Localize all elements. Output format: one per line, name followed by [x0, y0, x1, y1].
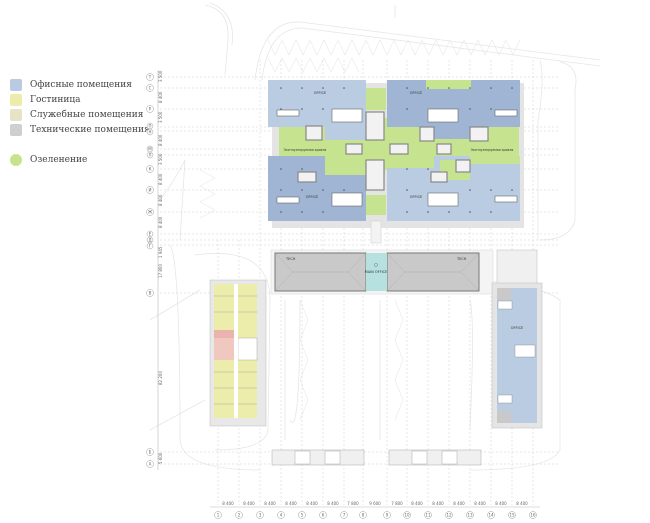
svg-text:Т: Т [148, 75, 152, 80]
svg-text:OFFICE: OFFICE [410, 91, 422, 95]
svg-text:OFFICE: OFFICE [410, 195, 422, 199]
swatch-greenery-icon [10, 154, 22, 166]
svg-text:Д: Д [148, 238, 151, 243]
svg-text:7: 7 [343, 513, 346, 518]
svg-text:4: 4 [280, 513, 283, 518]
svg-text:8 400: 8 400 [264, 501, 276, 506]
svg-text:8 400: 8 400 [158, 134, 163, 146]
legend-item-service: Служебные помещения [10, 109, 143, 121]
svg-text:8 400: 8 400 [474, 501, 486, 506]
svg-text:Л: Л [148, 153, 151, 158]
row-axis: ТСР ПНМ ЛКИ ЖЕД ГВБ А 3 500 8 400 3 500 … [146, 70, 163, 470]
svg-text:82 200: 82 200 [158, 371, 163, 385]
tech-block: TECH TECH MAIN OFFICE [270, 249, 494, 295]
svg-text:3 500: 3 500 [158, 70, 163, 82]
svg-text:Г: Г [149, 244, 152, 249]
svg-text:Н: Н [148, 130, 151, 135]
svg-text:16: 16 [530, 513, 536, 518]
svg-text:17 800: 17 800 [158, 264, 163, 278]
svg-text:14: 14 [488, 513, 494, 518]
svg-text:12: 12 [446, 513, 452, 518]
svg-text:8 400: 8 400 [306, 501, 318, 506]
svg-text:8 400: 8 400 [453, 501, 465, 506]
svg-text:1: 1 [217, 513, 220, 518]
svg-text:11: 11 [425, 513, 431, 518]
svg-text:Ж: Ж [148, 210, 153, 215]
office-block-right: OFFICE [491, 249, 543, 429]
svg-text:8 400: 8 400 [222, 501, 234, 506]
svg-text:8 400: 8 400 [285, 501, 297, 506]
svg-text:8 400: 8 400 [158, 173, 163, 185]
svg-text:3 500: 3 500 [158, 153, 163, 165]
legend-item-technical: Технические помещения [10, 124, 150, 136]
svg-text:13: 13 [467, 513, 473, 518]
svg-text:OFFICE: OFFICE [306, 195, 318, 199]
swatch-offices-icon [10, 79, 22, 91]
legend-label: Озеленение [30, 155, 88, 165]
svg-text:3: 3 [259, 513, 262, 518]
svg-text:8 400: 8 400 [158, 91, 163, 103]
svg-text:Б: Б [149, 450, 152, 455]
legend-label: Офисные помещения [30, 80, 132, 90]
svg-text:TECH: TECH [285, 257, 296, 261]
site-contours [149, 2, 601, 471]
svg-text:8 400: 8 400 [411, 501, 423, 506]
swatch-service-icon [10, 109, 22, 121]
legend-label: Гостиница [30, 95, 81, 105]
svg-text:В: В [149, 291, 152, 296]
legend-label: Служебные помещения [30, 110, 144, 120]
svg-text:П: П [148, 124, 151, 129]
svg-text:3 500: 3 500 [158, 111, 163, 123]
svg-text:9 600: 9 600 [369, 501, 381, 506]
svg-text:7 800: 7 800 [391, 501, 403, 506]
svg-text:Е: Е [149, 232, 152, 237]
legend-item-offices: Офисные помещения [10, 79, 132, 91]
svg-text:15: 15 [509, 513, 515, 518]
lobby [366, 253, 387, 291]
legend-label: Технические помещения [30, 125, 150, 135]
svg-text:С: С [149, 86, 152, 91]
svg-text:10: 10 [404, 513, 410, 518]
svg-text:2: 2 [238, 513, 241, 518]
svg-text:8 400: 8 400 [327, 501, 339, 506]
svg-text:8 400: 8 400 [495, 501, 507, 506]
svg-text:А: А [149, 462, 152, 467]
svg-text:М: М [148, 147, 152, 152]
legend-item-greenery: Озеленение [10, 154, 87, 166]
svg-text:7 800: 7 800 [347, 501, 359, 506]
svg-text:1 945: 1 945 [158, 246, 163, 258]
svg-text:8 400: 8 400 [432, 501, 444, 506]
swatch-hotel-icon [10, 94, 22, 106]
roof-label-left: Эксплуатируемая кровля [284, 148, 327, 152]
svg-text:9: 9 [386, 513, 389, 518]
svg-text:MAIN OFFICE: MAIN OFFICE [365, 270, 388, 274]
hotel-block [209, 279, 267, 427]
swatch-technical-icon [10, 124, 22, 136]
office-label: OFFICE [314, 91, 326, 95]
svg-text:8 400: 8 400 [243, 501, 255, 506]
svg-text:OFFICE: OFFICE [511, 326, 523, 330]
svg-text:И: И [149, 188, 152, 193]
bottom-buildings [271, 449, 482, 466]
office-bottom-left [268, 156, 325, 221]
roof-label-right: Эксплуатируемая кровля [471, 148, 514, 152]
legend-item-hotel: Гостиница [10, 94, 81, 106]
svg-text:К: К [149, 167, 152, 172]
svg-text:Р: Р [149, 107, 152, 112]
svg-text:6: 6 [322, 513, 325, 518]
svg-text:TECH: TECH [456, 257, 467, 261]
svg-text:8 400: 8 400 [516, 501, 528, 506]
svg-text:8 400: 8 400 [158, 216, 163, 228]
svg-text:5 600: 5 600 [158, 452, 163, 464]
svg-text:8: 8 [362, 513, 365, 518]
svg-text:5: 5 [301, 513, 304, 518]
office-complex: OFFICE OFFICE OFFICE OFFICE Эксплуатируе… [268, 80, 524, 244]
svg-text:8 400: 8 400 [158, 194, 163, 206]
